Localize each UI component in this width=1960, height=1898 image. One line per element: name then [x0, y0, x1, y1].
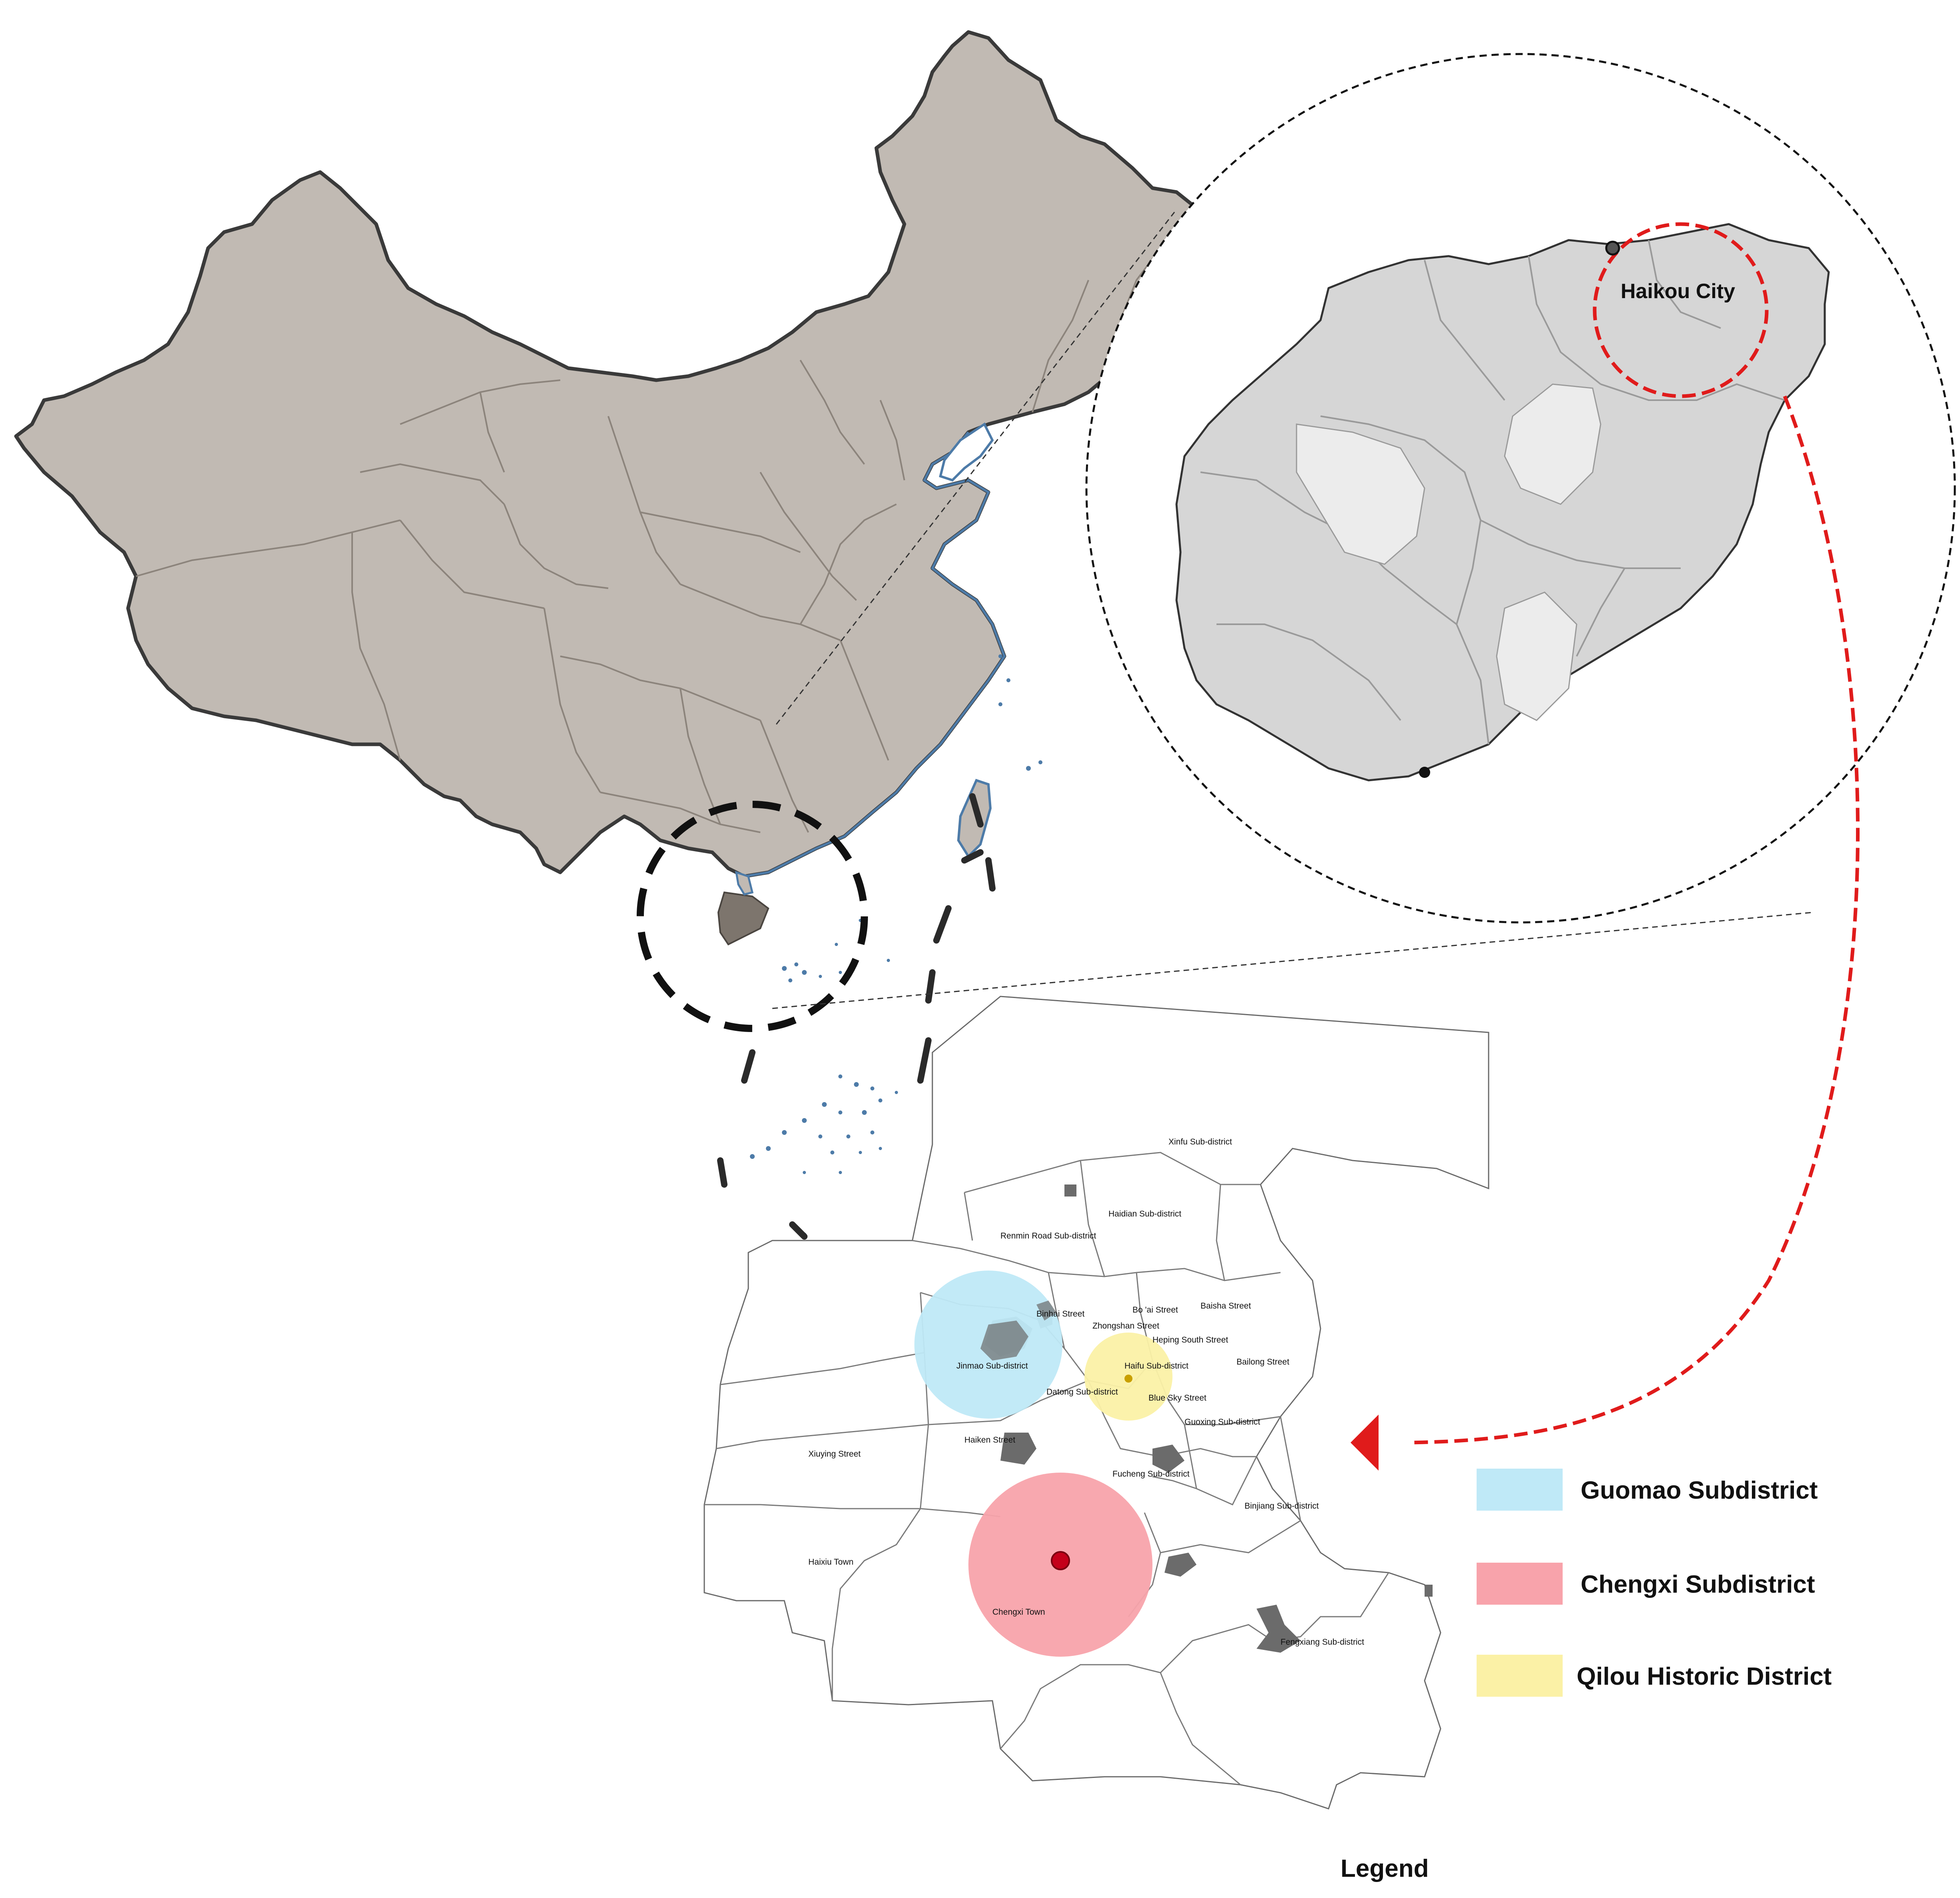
label-fucheng: Fucheng Sub-district	[1112, 1469, 1190, 1479]
leizhou-peninsula	[735, 871, 754, 896]
label-guoxing: Guoxing Sub-district	[1184, 1417, 1260, 1427]
china-coastline	[744, 431, 1006, 878]
label-haiken: Haiken Street	[964, 1435, 1015, 1445]
connector-line-top	[776, 212, 1175, 725]
bohai-sea	[939, 422, 994, 482]
legend-swatch-guomao	[1477, 1469, 1563, 1511]
legend: Guomao Subdistrict Chengxi Subdistrict Q…	[1341, 1469, 1832, 1882]
haikou-highlight-circle	[1593, 222, 1769, 398]
inset-light-county-2	[1504, 383, 1601, 505]
legend-label-guomao: Guomao Subdistrict	[1581, 1477, 1818, 1504]
haikou-city-map: Xinfu Sub-district Haidian Sub-district …	[703, 996, 1489, 1810]
china-outline	[14, 30, 1255, 878]
label-boai: Bo 'ai Street	[1132, 1305, 1178, 1315]
hainan-island	[717, 891, 770, 946]
label-heping-south: Heping South Street	[1152, 1335, 1228, 1345]
label-chengxi-town: Chengxi Town	[992, 1607, 1045, 1617]
zoom-arrow-path	[1408, 395, 1860, 1445]
hainan-inset: Haikou City	[1085, 53, 1956, 924]
sanya-marker	[1419, 767, 1430, 778]
chengxi-center-marker	[1051, 1551, 1070, 1570]
legend-swatch-chengxi	[1477, 1563, 1563, 1605]
nine-dash-line	[717, 793, 996, 1240]
label-jinmao: Jinmao Sub-district	[956, 1361, 1028, 1371]
label-baisha: Baisha Street	[1200, 1301, 1251, 1311]
inset-light-county-1	[1296, 423, 1425, 565]
inset-label-haikou: Haikou City	[1621, 280, 1735, 303]
legend-label-chengxi: Chengxi Subdistrict	[1581, 1571, 1815, 1598]
zoom-arrow-head	[1351, 1415, 1379, 1471]
label-haifu: Haifu Sub-district	[1124, 1361, 1188, 1371]
label-xiuying: Xiuying Street	[808, 1449, 861, 1459]
hainan-focus-circle	[637, 801, 868, 1032]
label-blue-sky: Blue Sky Street	[1148, 1393, 1206, 1403]
label-xinfu: Xinfu Sub-district	[1168, 1137, 1232, 1146]
label-haixiu: Haixiu Town	[808, 1557, 854, 1567]
label-datong: Datong Sub-district	[1046, 1387, 1118, 1397]
label-binjiang: Binjiang Sub-district	[1245, 1501, 1319, 1511]
label-bailong: Bailong Street	[1237, 1357, 1289, 1367]
city-water-overlays	[980, 1301, 1056, 1361]
inset-light-county-3	[1496, 591, 1577, 721]
connector-line-bottom	[772, 912, 1813, 1009]
district-labels: Xinfu Sub-district Haidian Sub-district …	[808, 1137, 1364, 1647]
legend-title: Legend	[1341, 1855, 1429, 1882]
legend-swatch-qilou	[1477, 1655, 1563, 1697]
inset-county-borders	[1200, 240, 1785, 745]
label-zhongshan: Zhongshan Street	[1092, 1321, 1159, 1331]
label-haidian: Haidian Sub-district	[1108, 1209, 1181, 1219]
label-binhai: Binhai Street	[1036, 1309, 1084, 1319]
taiwan	[957, 779, 992, 858]
label-renmin-road: Renmin Road Sub-district	[1000, 1231, 1096, 1241]
label-fengxiang: Fengxiang Sub-district	[1281, 1637, 1364, 1647]
haikou-marker	[1605, 241, 1620, 256]
inset-island-outline	[1175, 223, 1830, 782]
legend-label-qilou: Qilou Historic District	[1577, 1663, 1832, 1690]
qilou-center-marker	[1124, 1375, 1132, 1383]
